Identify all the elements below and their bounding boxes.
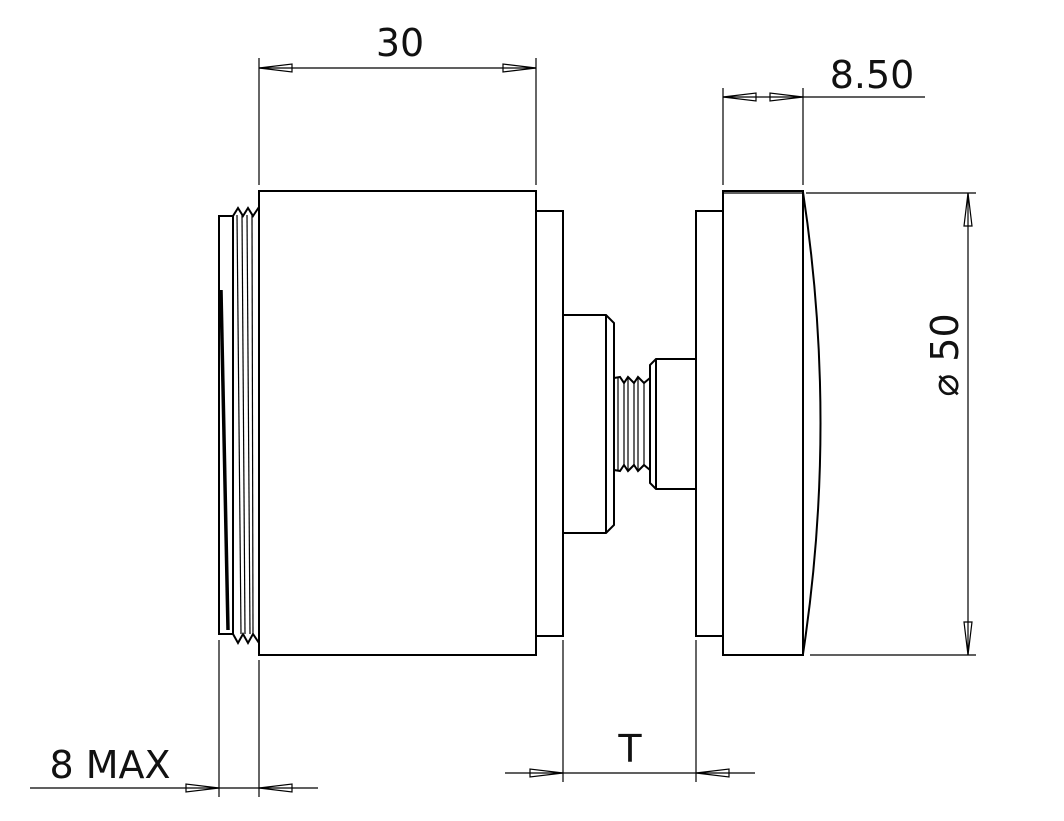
dim-glass-thickness: T	[505, 640, 755, 782]
dim-body-width: 30	[258, 21, 537, 185]
connector-thread	[613, 375, 651, 473]
connector-left	[563, 314, 615, 534]
cap-body	[722, 190, 804, 656]
cap-plate	[695, 210, 724, 637]
body-flange	[535, 210, 564, 637]
left-thread	[218, 206, 260, 646]
dim-body-width-label: 30	[376, 21, 424, 65]
dim-cap-thickness: 8.50	[722, 53, 925, 185]
main-body	[258, 190, 537, 656]
dim-diameter-label: ⌀ 50	[923, 313, 967, 396]
connector-right	[649, 358, 696, 490]
dim-thread-length-label: 8 MAX	[49, 743, 170, 787]
dim-cap-thickness-label: 8.50	[830, 53, 915, 97]
cap-dome	[802, 191, 822, 655]
dim-glass-thickness-label: T	[617, 727, 642, 771]
dim-thread-length: 8 MAX	[30, 640, 318, 797]
dim-diameter: ⌀ 50	[806, 192, 976, 656]
